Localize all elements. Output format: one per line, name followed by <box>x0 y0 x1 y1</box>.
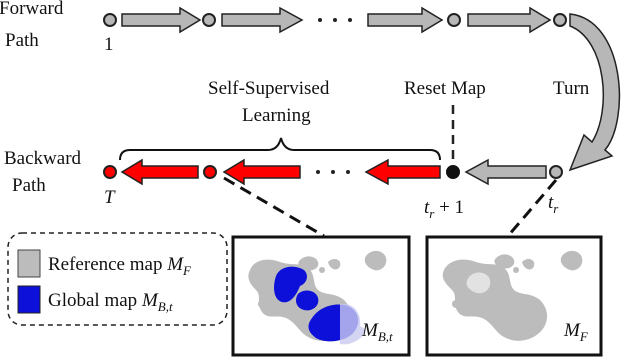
ssl-label-line2: Learning <box>242 105 311 126</box>
reset-node <box>446 165 460 179</box>
backward-path-label-line2: Path <box>12 175 46 196</box>
legend-box <box>7 232 228 326</box>
backward-ellipsis <box>316 170 350 174</box>
global-map-panel-label: MB,t <box>361 320 393 344</box>
start-index-label: 1 <box>104 34 114 55</box>
turn-arrow <box>568 13 621 172</box>
forward-ellipsis <box>318 18 352 22</box>
forward-arrow-4 <box>467 6 552 34</box>
backward-arrow-3 <box>364 158 441 186</box>
forward-node-4 <box>553 13 567 27</box>
legend-reference-swatch <box>17 249 41 278</box>
tr-plus-one-label: tr + 1 <box>424 197 464 221</box>
reset-map-label: Reset Map <box>404 78 486 99</box>
backward-arrow-gray <box>464 158 547 186</box>
forward-arrow-2 <box>221 6 304 34</box>
legend-global-swatch <box>17 285 41 314</box>
global-map-panel: MB,t <box>231 235 411 357</box>
turn-label: Turn <box>553 78 590 99</box>
forward-arrow-1 <box>121 6 202 34</box>
legend-reference-label: Reference map MF <box>48 254 192 278</box>
forward-node-2 <box>202 13 216 27</box>
forward-arrow-3 <box>367 6 444 34</box>
connector-right-panel <box>506 179 558 237</box>
connector-left-panel <box>223 176 325 238</box>
forward-path-label-line1: Forward <box>0 0 64 19</box>
backward-arrow-1 <box>120 158 199 186</box>
backward-node-2 <box>203 165 217 179</box>
ssl-brace <box>119 137 441 161</box>
reference-map-panel-label: MF <box>563 320 589 344</box>
backward-path-label-line1: Backward <box>4 148 82 169</box>
forward-path-label-line2: Path <box>5 30 39 51</box>
reference-map-panel: MF <box>425 235 603 357</box>
ssl-label-line1: Self-Supervised <box>208 78 330 99</box>
legend-global-label: Global map MB,t <box>48 290 173 314</box>
tr-label: tr <box>548 192 559 216</box>
end-T-label: T <box>104 187 116 208</box>
backward-arrow-2 <box>222 158 301 186</box>
forward-node-start <box>103 13 117 27</box>
forward-node-3 <box>447 13 461 27</box>
backward-node-end <box>103 165 117 179</box>
turn-node <box>549 165 563 179</box>
